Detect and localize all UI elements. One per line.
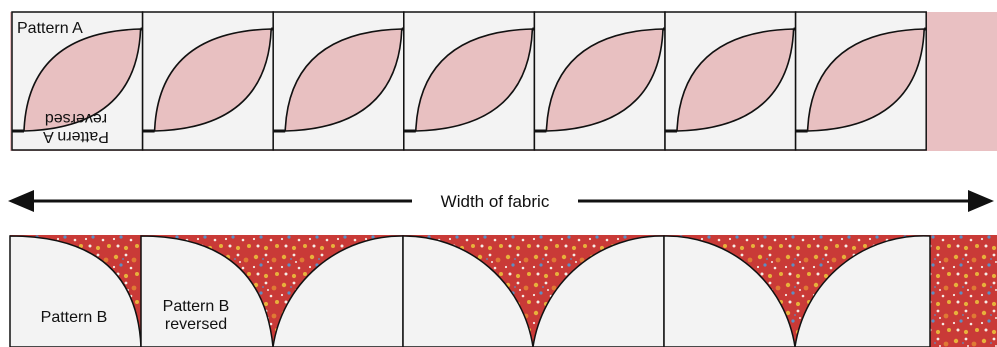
pattern-b-shape [140,235,274,347]
pattern-a-cell [794,11,927,151]
pattern-b-reversed-line2: reversed [165,316,227,333]
pattern-a-cell [11,11,144,151]
pattern-a-cell [664,11,797,151]
pattern-b-shape [402,235,534,347]
pattern-b-shape [663,235,796,347]
arrow-left-icon [8,190,34,212]
pattern-a-cell [403,11,536,151]
arrow-right-icon [968,190,994,212]
pattern-a-cell [533,11,666,151]
pattern-b-reversed-line1: Pattern B [163,298,230,315]
pattern-b-shape [9,235,142,347]
pattern-b-shape [272,235,404,347]
bottom-fabric-strip: Pattern B Pattern B reversed [9,235,997,347]
pattern-a-label: Pattern A [17,20,83,37]
pattern-a-cell [272,11,405,151]
pattern-a-cell [141,11,274,151]
pattern-a-reversed-line2: reversed [45,110,107,127]
pattern-b-shape [794,235,931,347]
top-fabric-strip: Pattern A Pattern A reversed [10,11,997,151]
width-arrow: Width of fabric [8,190,994,212]
pattern-a-reversed-label: Pattern A reversed [43,110,109,145]
pattern-b-row [9,235,931,347]
width-of-fabric-label: Width of fabric [441,192,550,211]
pattern-b-label: Pattern B [41,309,108,326]
pattern-a-row [11,11,927,151]
pattern-a-reversed-line1: Pattern A [43,128,109,145]
pattern-b-shape [532,235,665,347]
